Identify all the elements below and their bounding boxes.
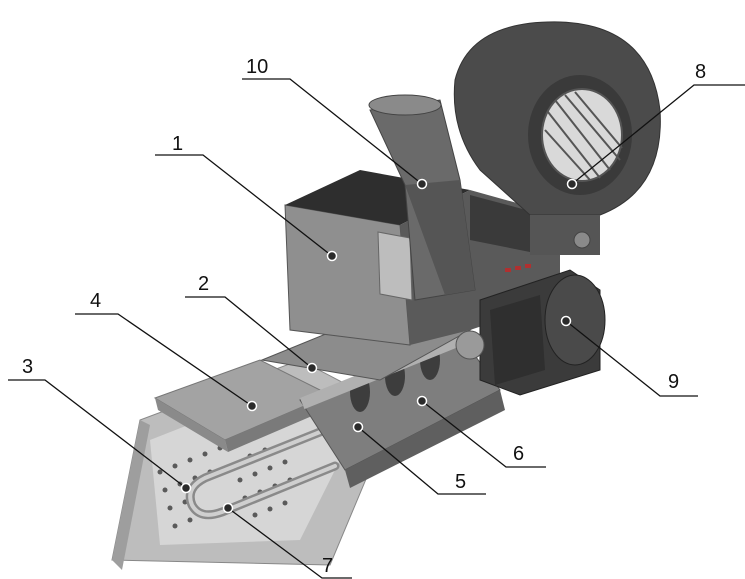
leader-line-8	[571, 84, 745, 185]
leader-line-10	[242, 78, 423, 185]
callout-dot-9	[560, 315, 572, 327]
leader-line-7	[227, 507, 352, 579]
combustion-tray-side	[112, 420, 150, 570]
callout-dot-7	[222, 502, 234, 514]
callout-label-8: 8	[695, 61, 706, 83]
callout-dot-10	[416, 178, 428, 190]
leader-line-2	[185, 296, 313, 369]
callout-label-6: 6	[513, 443, 524, 465]
callout-dot-2	[306, 362, 318, 374]
callout-dot-4	[246, 400, 258, 412]
callout-label-1: 1	[172, 133, 183, 155]
leader-line-9	[565, 320, 698, 397]
callout-label-2: 2	[198, 273, 209, 295]
burner-assembly	[111, 21, 661, 570]
callout-label-10: 10	[246, 56, 268, 78]
callout-label-7: 7	[322, 555, 333, 577]
callout-dot-1	[326, 250, 338, 262]
callout-label-3: 3	[22, 356, 33, 378]
blower-fan	[453, 21, 661, 255]
callouts: 1 2 3 4 5 6 7 8 9 10	[8, 56, 745, 579]
leader-line-6	[421, 400, 546, 468]
callout-label-4: 4	[90, 290, 101, 312]
callout-label-9: 9	[668, 371, 679, 393]
callout-dot-3	[180, 482, 192, 494]
callout-label-5: 5	[455, 471, 466, 493]
leader-line-3	[8, 379, 187, 489]
leader-line-1	[155, 154, 333, 257]
leader-line-4	[75, 313, 253, 407]
leader-line-5	[357, 426, 486, 495]
callout-dot-8	[566, 178, 578, 190]
callout-dot-5	[352, 421, 364, 433]
drive-motor	[455, 264, 606, 396]
callout-dot-6	[416, 395, 428, 407]
